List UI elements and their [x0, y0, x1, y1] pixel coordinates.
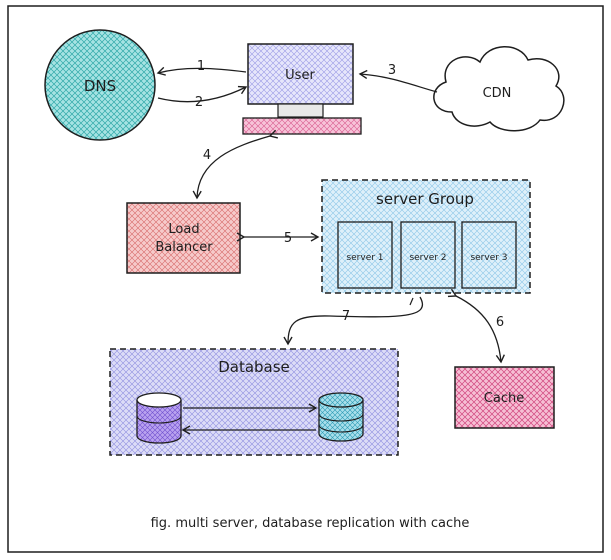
- edge-6-label: 6: [496, 315, 504, 330]
- user-node: User: [242, 43, 362, 135]
- server-3-label: server 3: [470, 253, 507, 263]
- monitor-screen: [247, 43, 354, 105]
- database-label: Database: [218, 358, 290, 376]
- server-group-label: server Group: [376, 190, 474, 208]
- server-3: server 3: [461, 221, 517, 289]
- dns-label: DNS: [84, 77, 116, 95]
- server-group-node: server Group server 1 server 2 server 3: [321, 179, 531, 294]
- database-replica-icon: [318, 392, 364, 442]
- cache-label: Cache: [484, 391, 524, 406]
- edge-3-label: 3: [388, 63, 396, 78]
- server-1: server 1: [337, 221, 393, 289]
- edge-5-label: 5: [284, 231, 292, 246]
- edge-7-tick: [409, 297, 414, 306]
- edge-2: [157, 85, 248, 103]
- edge-7: [283, 296, 424, 346]
- edges: 1 2 3 4 5 6 7: [156, 59, 505, 364]
- outer-frame: [7, 5, 604, 553]
- caption: fig. multi server, database replication …: [151, 516, 470, 531]
- edge-4: [192, 129, 278, 200]
- edge-1-label: 1: [197, 59, 205, 74]
- edge-4-label: 4: [203, 148, 211, 163]
- edge-3: [358, 69, 438, 93]
- load-balancer-label-line2: Balancer: [155, 240, 213, 255]
- cdn-node: CDN: [433, 46, 565, 132]
- load-balancer-label-line1: Load: [168, 222, 199, 237]
- edge-2-label: 2: [195, 95, 203, 110]
- edge-6: [447, 288, 505, 364]
- load-balancer-node: Load Balancer: [126, 202, 241, 274]
- dns-node: DNS: [44, 29, 156, 141]
- server-2: server 2: [400, 221, 456, 289]
- edge-1: [156, 66, 247, 76]
- server-2-label: server 2: [409, 253, 446, 263]
- monitor-stand: [277, 103, 324, 118]
- monitor-base: [242, 117, 362, 135]
- server-1-label: server 1: [346, 253, 383, 263]
- user-label: User: [285, 68, 315, 83]
- cache-node: Cache: [454, 366, 555, 429]
- database-node: Database: [109, 348, 399, 456]
- database-primary-icon: [136, 392, 182, 444]
- cdn-label: CDN: [483, 86, 512, 101]
- edge-7-label: 7: [342, 309, 350, 324]
